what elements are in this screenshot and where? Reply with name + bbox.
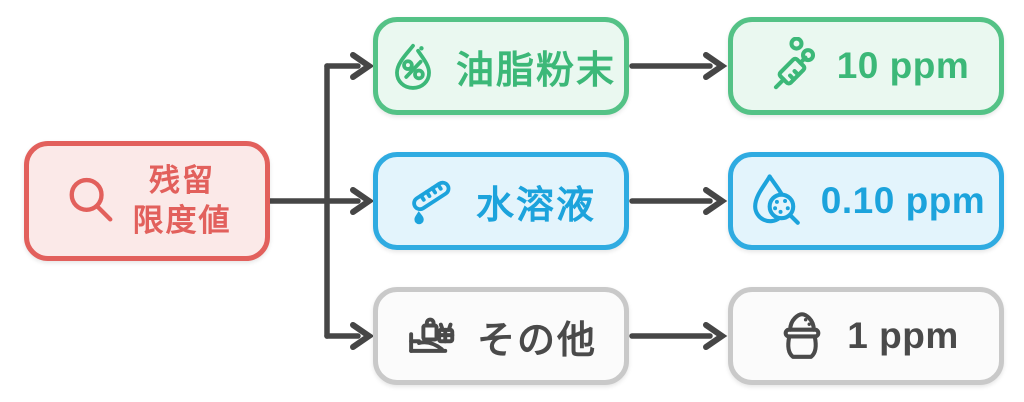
value-label: 0.10 ppm <box>820 180 986 221</box>
node-value-others: 1 ppm <box>728 287 1004 385</box>
household-goods-icon <box>409 317 455 353</box>
root-label-line1: 残留 <box>149 162 215 198</box>
oil-drop-percent-icon <box>395 43 431 90</box>
syringe-icon <box>773 37 815 90</box>
node-category-aqueous-solution: 水溶液 <box>373 152 629 250</box>
node-value-oil-powder: 10 ppm <box>728 17 1004 115</box>
value-label: 1 ppm <box>847 315 959 356</box>
test-tube-pour-icon <box>412 180 451 225</box>
droplet-magnifier-icon <box>752 174 800 225</box>
arrowhead-icon <box>350 322 375 350</box>
arrowhead-icon <box>350 52 375 80</box>
category-label: 水溶液 <box>475 184 596 227</box>
arrowhead-icon <box>350 187 375 215</box>
node-category-others: その他 <box>373 287 629 385</box>
category-label: その他 <box>476 319 597 362</box>
arrowhead-icon <box>703 52 728 80</box>
node-residual-limit: 残留 限度値 <box>24 141 270 261</box>
root-node-label: 残留 限度値 <box>133 161 232 242</box>
root-label-line2: 限度値 <box>132 203 232 238</box>
arrowhead-icon <box>703 322 728 350</box>
search-icon <box>69 177 112 222</box>
category-label: 油脂粉末 <box>455 49 616 92</box>
value-label: 10 ppm <box>836 45 970 86</box>
powder-pot-icon <box>783 312 821 359</box>
node-value-aqueous-solution: 0.10 ppm <box>728 152 1004 250</box>
node-category-oil-powder: 油脂粉末 <box>373 17 629 115</box>
arrowhead-icon <box>703 187 728 215</box>
